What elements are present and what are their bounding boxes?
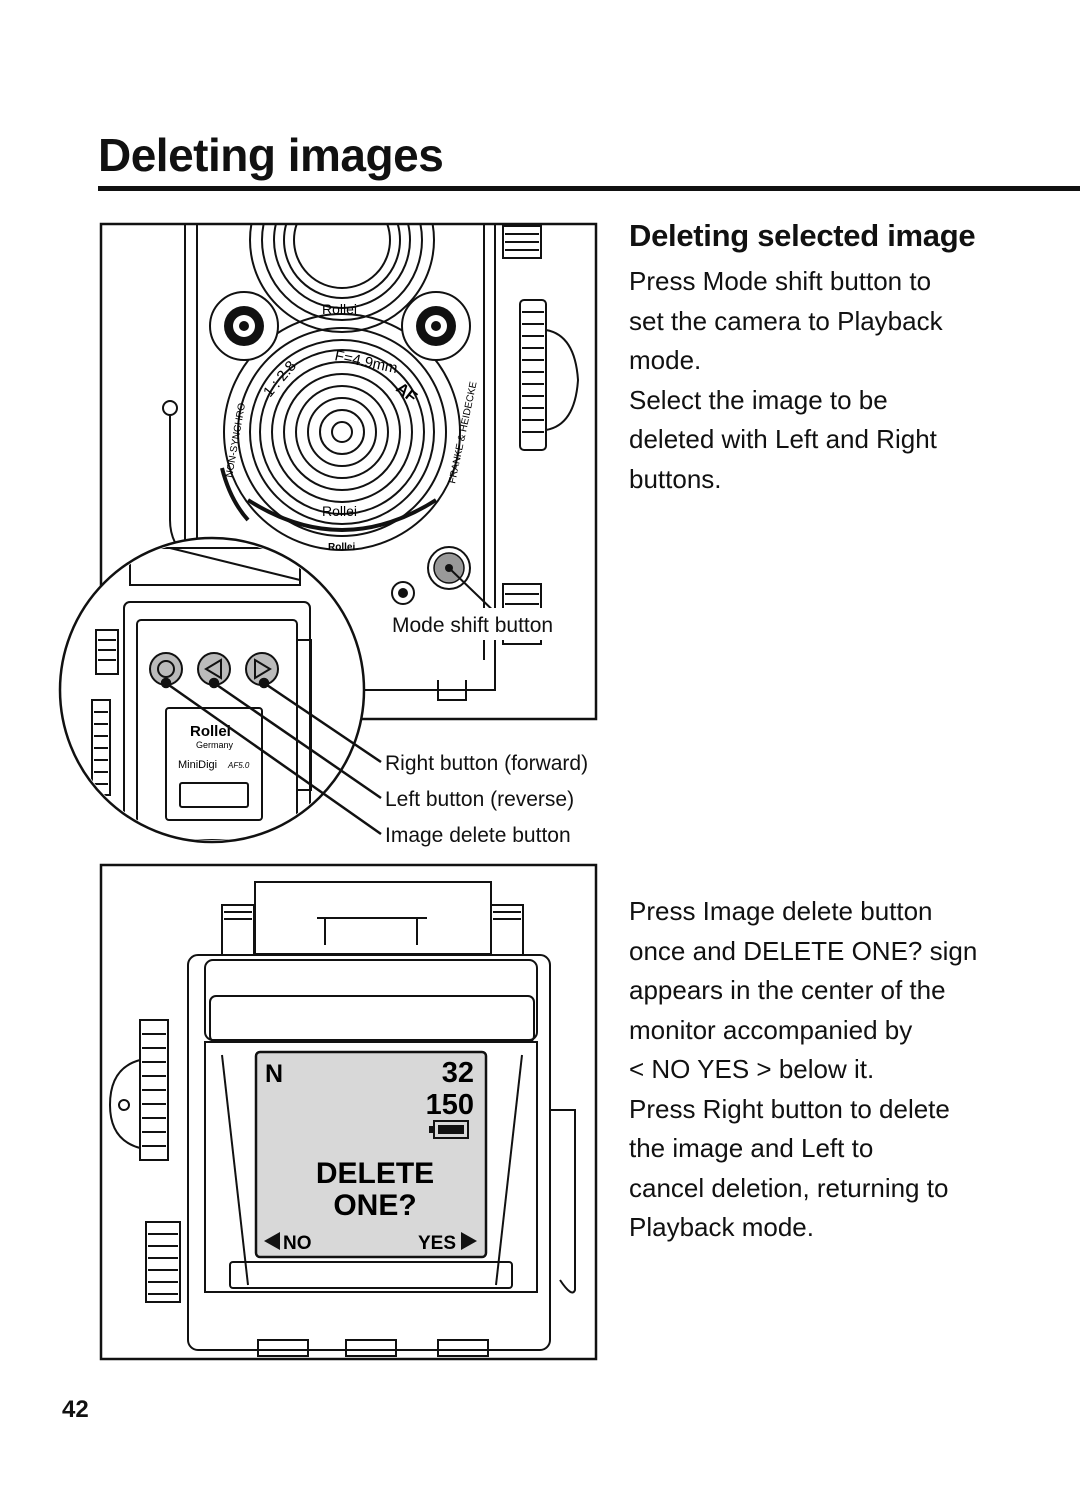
lcd-message-line2: ONE? — [333, 1189, 416, 1222]
lcd-yes-label: YES — [418, 1233, 456, 1254]
mode-shift-callout: Mode shift button — [392, 614, 553, 637]
lcd-message-line1: DELETE — [316, 1157, 434, 1190]
lcd-left-arrow-icon — [264, 1232, 280, 1250]
page-number: 42 — [62, 1396, 89, 1423]
viewing-lens — [249, 224, 435, 333]
lcd-no-label: NO — [283, 1233, 312, 1254]
brand-upper: Rollei — [322, 301, 357, 317]
page-title: Deleting images — [98, 129, 444, 181]
battery-icon — [429, 1120, 469, 1139]
lcd-right-arrow-icon — [461, 1232, 477, 1250]
lcd-frame-number: 32 — [442, 1057, 474, 1089]
button-panel-detail: Rollei Germany MiniDigi AF5.0 — [58, 536, 366, 844]
panel-model: MiniDigi — [178, 759, 217, 771]
focus-knob — [519, 299, 580, 451]
brand-lower: Rollei — [322, 503, 357, 519]
shutter-wheel — [401, 291, 471, 361]
image-delete-button-callout: Image delete button — [385, 824, 571, 847]
lcd-quality: N — [265, 1060, 283, 1088]
step1-text: Press Mode shift button to set the camer… — [629, 266, 943, 494]
section-heading: Deleting selected image — [629, 218, 976, 253]
callout-lines — [160, 677, 382, 836]
panel-country: Germany — [196, 740, 234, 750]
lcd-remaining: 150 — [426, 1089, 474, 1121]
camera-top-figure: N 32 150 DELETE ONE? NO YES — [99, 863, 598, 1361]
title-rule — [98, 186, 1080, 191]
taking-lens — [223, 313, 461, 551]
right-button-callout: Right button (forward) — [385, 752, 588, 775]
panel-left-button — [197, 652, 231, 686]
panel-brand: Rollei — [190, 723, 231, 740]
brand-bottom: Rollei — [328, 542, 355, 553]
lcd-monitor: N 32 150 DELETE ONE? NO YES — [254, 1050, 488, 1259]
left-button-callout: Left button (reverse) — [385, 788, 574, 811]
panel-model-suffix: AF5.0 — [227, 761, 250, 770]
aperture-wheel — [209, 291, 279, 361]
mode-shift-button-drawing — [391, 546, 504, 621]
step2-text: Press Image delete button once and DELET… — [629, 896, 978, 1242]
